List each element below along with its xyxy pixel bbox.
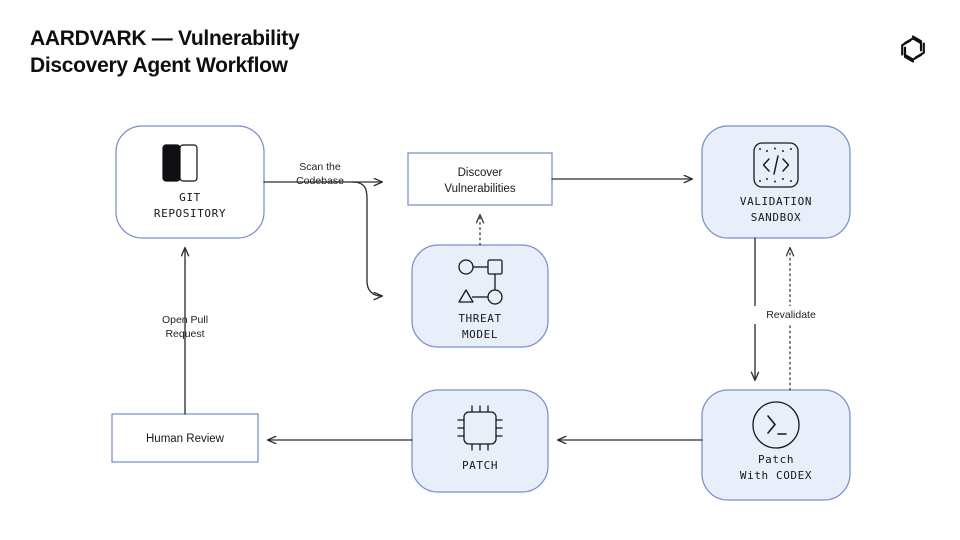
page-title: AARDVARK — Vulnerability Discovery Agent… [30,27,300,77]
openai-logo [892,28,934,70]
node-threat-model[interactable] [411,244,549,348]
node-validation-sandbox[interactable] [701,125,851,239]
node-patch[interactable] [411,389,549,493]
book-icon [162,144,198,182]
node-patch-with-codex[interactable] [701,389,851,501]
code-brackets-icon [753,142,799,188]
node-git-repository[interactable] [115,125,265,239]
node-discover-vulnerabilities[interactable] [407,152,553,206]
node-shapes [111,125,851,501]
node-human-review[interactable] [111,413,259,463]
cpu-chip-icon [457,405,503,451]
graph-nodes-icon [458,259,503,305]
terminal-prompt-icon [752,401,800,449]
edge-scan-threat-model [351,181,382,296]
